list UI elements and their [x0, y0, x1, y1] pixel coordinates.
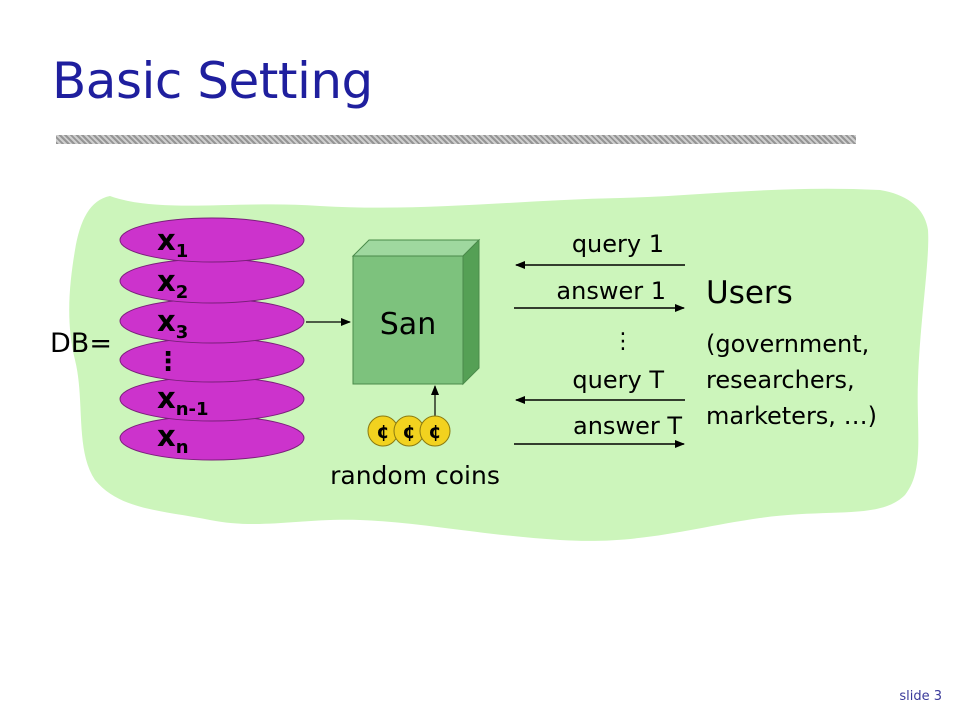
record-label-1: x1 [157, 223, 188, 262]
coin-stack: ¢ ¢ ¢ [367, 415, 451, 447]
record-label-3: x3 [157, 304, 188, 343]
answer-T-label: answer T [573, 412, 682, 440]
record-stack [119, 217, 305, 461]
record-label-n-1: xn-1 [157, 381, 209, 420]
db-label: DB= [50, 328, 112, 359]
query-1-label: query 1 [572, 230, 664, 258]
sanitizer-label: San [380, 307, 436, 342]
users-title: Users [706, 275, 793, 311]
record-label-n: xn [157, 419, 189, 458]
slide-title: Basic Setting [52, 52, 373, 110]
users-group: Users (government, researchers, marketer… [706, 275, 877, 430]
coin-symbol-3: ¢ [428, 421, 441, 443]
record-ellipsis: ⋮ [155, 347, 181, 377]
slide-number: slide 3 [899, 689, 942, 704]
sanitizer-front [352, 255, 464, 385]
record-ellipse-1 [119, 217, 305, 263]
answer-1-label: answer 1 [556, 277, 666, 305]
sanitizer-top [351, 239, 481, 257]
users-line-1: (government, [706, 330, 869, 358]
coin-3 [419, 415, 451, 447]
sanitizer-side [462, 238, 480, 386]
record-ellipse-n-1 [119, 376, 305, 422]
coins-label: random coins [330, 461, 500, 490]
coin-symbol-1: ¢ [376, 421, 389, 443]
record-ellipse-gap [119, 337, 305, 383]
coin-symbol-2: ¢ [402, 421, 415, 443]
users-line-2: researchers, [706, 366, 855, 394]
exchange-ellipsis: ⋮ [612, 329, 634, 354]
record-ellipse-n [119, 415, 305, 461]
sanitizer-box: San [351, 238, 481, 386]
record-label-2: x2 [157, 264, 188, 303]
query-T-label: query T [572, 366, 664, 394]
users-line-3: marketers, …) [706, 402, 877, 430]
exchange-group: query 1 answer 1 ⋮ query T answer T [514, 230, 685, 448]
title-divider [56, 135, 856, 144]
record-ellipse-2 [119, 258, 305, 304]
record-ellipse-3 [119, 298, 305, 344]
